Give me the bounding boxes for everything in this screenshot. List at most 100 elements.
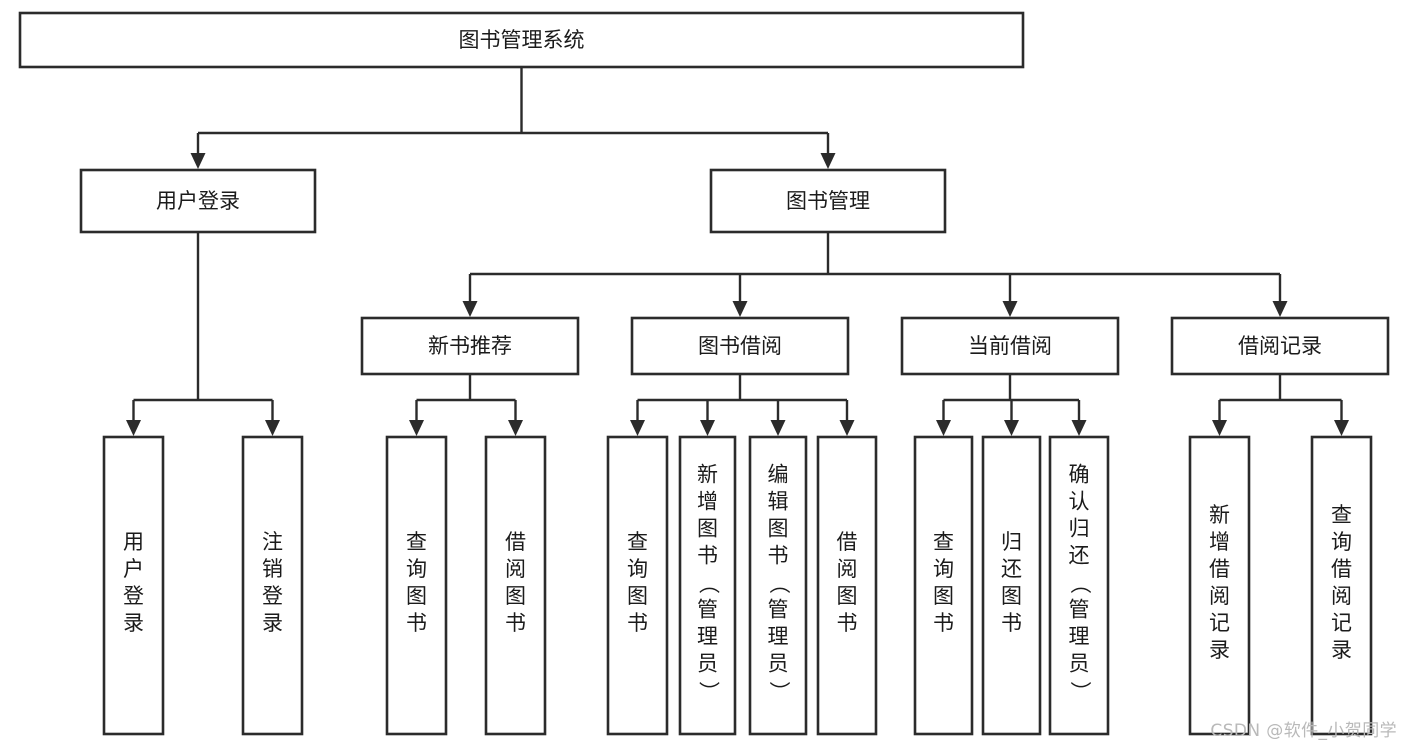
node-label-char: 员: [1069, 652, 1090, 676]
node-label-char: 记: [1331, 611, 1352, 635]
node-label-char: 户: [123, 557, 144, 581]
node-box: [1048, 435, 1110, 736]
arrow-head-icon: [126, 420, 141, 436]
arrow-head-icon: [839, 420, 855, 436]
node-label-char: 书: [697, 544, 718, 568]
node-label: 图书管理系统: [459, 28, 585, 52]
node-label-char: 还: [1069, 544, 1090, 568]
node-root[interactable]: 图书管理系统: [18, 11, 1025, 69]
node-box: [1170, 316, 1390, 376]
node-label-char: 书: [837, 611, 858, 635]
arrow-head-icon: [820, 153, 836, 169]
node-label-char: ）: [767, 681, 791, 702]
node-label-char: 归: [1001, 530, 1022, 554]
edge-group-book-manage: [462, 232, 1288, 317]
node-label-char: 图: [1001, 584, 1022, 608]
node-label-char: 图: [697, 517, 718, 541]
node-label-char: 书: [505, 611, 526, 635]
edge-layer: [126, 67, 1349, 436]
node-label: 用户登录: [156, 189, 240, 213]
arrow-head-icon: [508, 420, 523, 436]
node-label-char: 理: [1069, 625, 1090, 649]
edge-group-current-borrow: [936, 374, 1087, 436]
node-box: [385, 435, 448, 736]
node-label-char: 还: [1001, 557, 1022, 581]
node-label: 借阅记录: [1238, 334, 1322, 358]
edge-group-new-book-recommend: [409, 374, 523, 436]
node-label-char: 查: [627, 530, 648, 554]
node-label-char: 询: [1331, 530, 1352, 554]
node-label-char: 图: [837, 584, 858, 608]
arrow-head-icon: [1071, 420, 1087, 436]
node-box: [900, 316, 1120, 376]
arrow-head-icon: [265, 420, 280, 436]
node-label-char: ）: [697, 681, 721, 702]
node-box: [484, 435, 547, 736]
node-label-char: 认: [1069, 490, 1090, 514]
node-user-login[interactable]: 用户登录: [79, 168, 317, 234]
arrow-head-icon: [190, 153, 206, 169]
node-book-borrow[interactable]: 图书借阅: [630, 316, 850, 376]
node-label-char: 阅: [837, 557, 858, 581]
node-label-char: 查: [1331, 503, 1352, 527]
node-label-char: 书: [406, 611, 427, 635]
node-label-char: 阅: [1209, 584, 1230, 608]
node-label-char: 图: [933, 584, 954, 608]
node-new-book-recommend[interactable]: 新书推荐: [360, 316, 580, 376]
node-label-char: 查: [933, 530, 954, 554]
node-label-char: 新: [697, 463, 718, 487]
node-label-char: 图: [505, 584, 526, 608]
node-label-char: 录: [262, 611, 283, 635]
node-label-char: 借: [1331, 557, 1352, 581]
node-box: [18, 11, 1025, 69]
node-borrow-record[interactable]: 借阅记录: [1170, 316, 1390, 376]
node-label-char: 书: [627, 611, 648, 635]
arrow-head-icon: [936, 420, 951, 436]
node-label: 图书借阅: [698, 334, 782, 358]
node-label-char: 归: [1069, 517, 1090, 541]
node-label-char: （: [767, 573, 791, 594]
node-label-char: 借: [505, 530, 526, 554]
node-box: [709, 168, 947, 234]
node-box: [630, 316, 850, 376]
edge-group-user-login: [126, 232, 280, 436]
node-label-char: 登: [123, 584, 144, 608]
node-book-manage[interactable]: 图书管理: [709, 168, 947, 234]
node-box: [1188, 435, 1251, 736]
node-box: [606, 435, 669, 736]
arrow-head-icon: [732, 301, 748, 317]
watermark-text: CSDN @软件_小贺同学: [1210, 721, 1397, 741]
node-label-char: 确: [1069, 463, 1090, 487]
node-box: [816, 435, 878, 736]
node-current-borrow[interactable]: 当前借阅: [900, 316, 1120, 376]
edge-group-book-borrow: [630, 374, 855, 436]
node-label-char: 增: [697, 490, 718, 514]
node-box: [678, 435, 737, 736]
node-label-char: 查: [406, 530, 427, 554]
node-label-char: 询: [933, 557, 954, 581]
node-label-char: 询: [627, 557, 648, 581]
node-label-char: 新: [1209, 503, 1230, 527]
node-label-char: 书: [1001, 611, 1022, 635]
node-box: [981, 435, 1042, 736]
node-label: 新书推荐: [428, 334, 512, 358]
node-label-char: 借: [1209, 557, 1230, 581]
node-label-char: 增: [1209, 530, 1230, 554]
node-leaf-user-login[interactable]: 用户登录: [102, 435, 165, 736]
arrow-head-icon: [1334, 420, 1349, 436]
node-box: [1310, 435, 1373, 736]
node-box: [102, 435, 165, 736]
